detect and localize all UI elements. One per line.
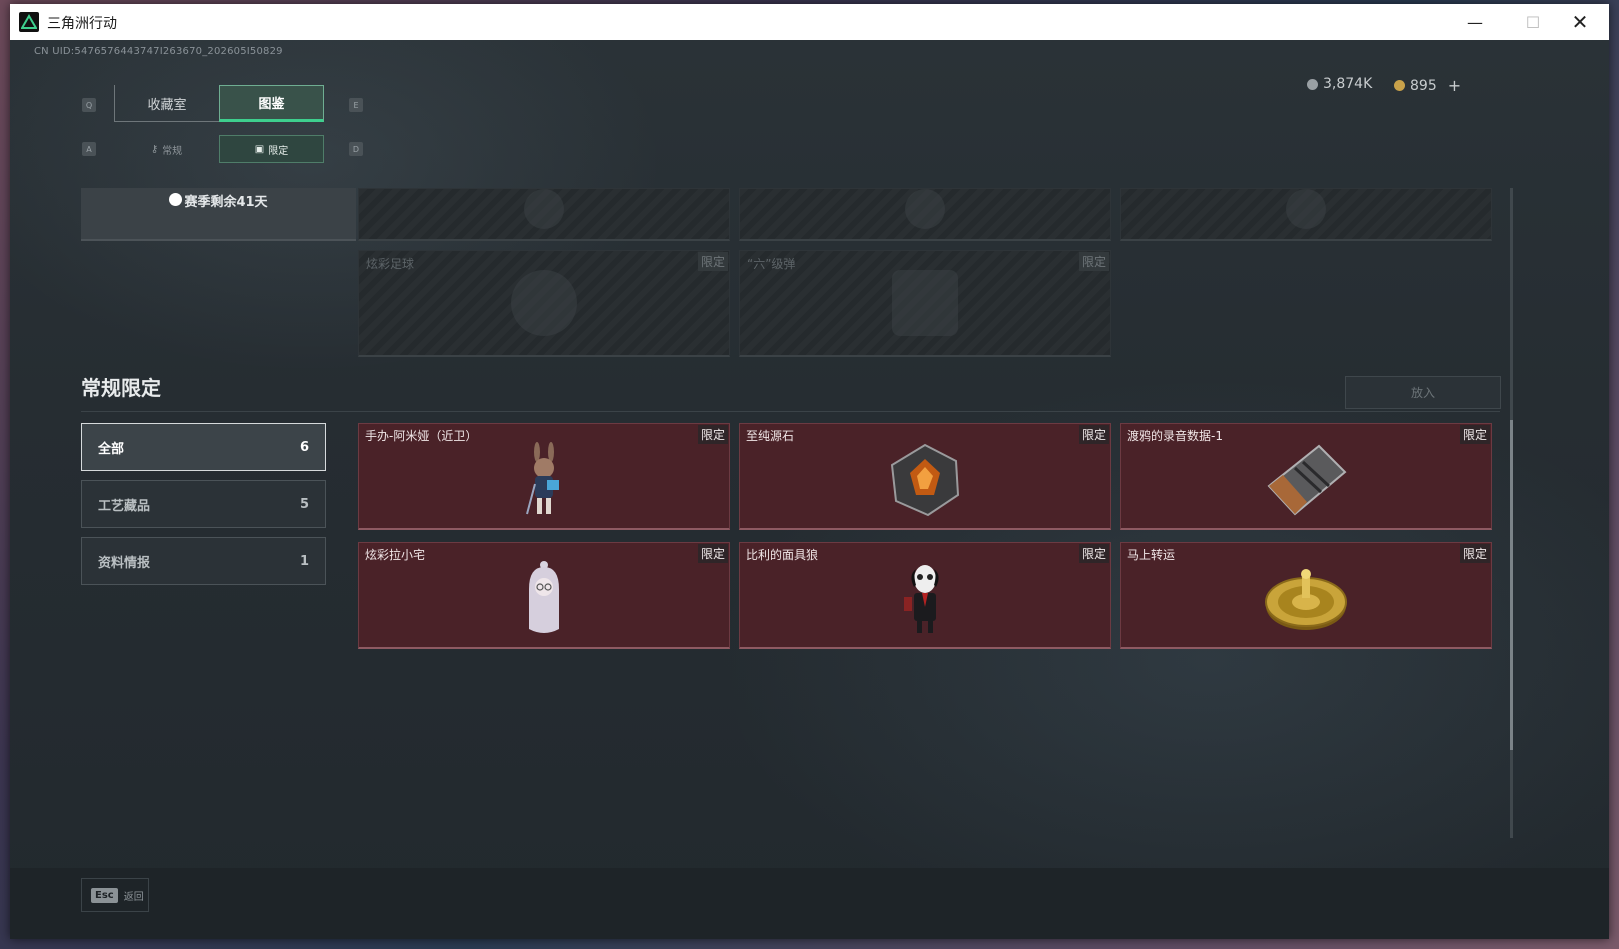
- key-hint-q: Q: [82, 98, 96, 112]
- item-card-lucky-roulette[interactable]: 马上转运 限定: [1120, 542, 1492, 649]
- currency-silver: 3,874K: [1307, 76, 1372, 92]
- put-in-button[interactable]: 放入: [1345, 376, 1501, 409]
- cassette-tape-icon: [1267, 444, 1347, 516]
- item-name: 比利的面具狼: [746, 548, 819, 562]
- app-logo-icon: [19, 12, 39, 32]
- filter-count: 5: [299, 496, 309, 512]
- currency-gold-value: 895: [1410, 77, 1437, 94]
- silhouette-icon: [524, 189, 564, 229]
- section-title: 常规限定: [81, 376, 161, 400]
- item-card-hooded-figure[interactable]: 炫彩拉小宅 限定: [358, 542, 730, 649]
- window-title: 三角洲行动: [47, 16, 117, 32]
- user-uid: CN UID:5476576443747I263670_202605I50829: [34, 46, 283, 57]
- item-card-billy-puppet[interactable]: 比利的面具狼 限定: [739, 542, 1111, 649]
- item-name: 马上转运: [1127, 548, 1176, 562]
- locked-item-card-football[interactable]: 炫彩足球 限定: [358, 250, 730, 357]
- grenade-silhouette-icon: [892, 270, 958, 336]
- limited-tag: 限定: [1459, 425, 1490, 444]
- locked-item-card[interactable]: [358, 188, 730, 241]
- limited-tag: 限定: [697, 425, 728, 444]
- minimize-button[interactable]: —: [1467, 12, 1483, 32]
- subtab-limited[interactable]: ▣ 限定: [219, 135, 324, 163]
- season-remaining-card: 赛季剩余41天: [81, 188, 356, 241]
- tab-catalog[interactable]: 图鉴: [219, 85, 324, 122]
- locked-item-card-grenade[interactable]: “六”级弹 限定: [739, 250, 1111, 357]
- limited-tag: 限定: [1459, 544, 1490, 563]
- limited-tag: 限定: [697, 252, 728, 271]
- key-hint-d: D: [349, 142, 363, 156]
- scrollbar-thumb[interactable]: [1510, 420, 1513, 750]
- maximize-button[interactable]: ☐: [1525, 12, 1541, 32]
- item-card-originium[interactable]: 至纯源石 限定: [739, 423, 1111, 530]
- close-button[interactable]: ✕: [1571, 10, 1589, 34]
- key-hint-e: E: [349, 98, 363, 112]
- back-button[interactable]: Esc 返回: [81, 878, 149, 912]
- season-remaining-label: 赛季剩余41天: [184, 195, 268, 210]
- filter-label: 工艺藏品: [98, 498, 151, 514]
- item-name: 手办-阿米娅（近卫）: [365, 429, 478, 443]
- figure-amiya-icon: [526, 442, 559, 515]
- filter-intel-data[interactable]: 资料情报 1: [81, 537, 326, 585]
- filter-label: 资料情报: [98, 555, 151, 571]
- limited-tag: 限定: [697, 544, 728, 563]
- key-hint-a: A: [82, 142, 96, 156]
- locked-item-card[interactable]: [1120, 188, 1492, 241]
- locked-item-card[interactable]: [739, 188, 1111, 241]
- football-silhouette-icon: [511, 270, 577, 336]
- clock-icon: [169, 193, 183, 206]
- limited-tag: 限定: [1078, 252, 1109, 271]
- silver-coin-icon: [1307, 78, 1318, 90]
- main-content: CN UID:5476576443747I263670_202605I50829…: [10, 40, 1609, 939]
- limited-tag: 限定: [1078, 544, 1109, 563]
- game-window: 三角洲行动 — ☐ ✕ CN UID:5476576443747I263670_…: [10, 4, 1609, 939]
- item-name: 炫彩拉小宅: [365, 548, 426, 562]
- title-bar: 三角洲行动 — ☐ ✕: [10, 4, 1609, 40]
- filter-label: 全部: [98, 441, 125, 457]
- locked-item-name: 炫彩足球: [366, 257, 415, 271]
- currency-silver-value: 3,874K: [1323, 76, 1373, 92]
- gold-coin-icon: [1394, 80, 1405, 91]
- tab-collection-room[interactable]: 收藏室: [114, 85, 219, 122]
- puppet-doll-icon: [904, 565, 939, 633]
- bottom-bar: [10, 868, 1609, 939]
- item-card-raven-recording[interactable]: 渡鸦的录音数据-1 限定: [1120, 423, 1492, 530]
- locked-item-name: “六”级弹: [747, 257, 796, 271]
- subtab-regular[interactable]: ⚷ 常规: [114, 135, 219, 163]
- filter-all[interactable]: 全部 6: [81, 423, 326, 471]
- silhouette-icon: [905, 189, 945, 229]
- regular-icon: ⚷: [150, 143, 159, 155]
- currency-gold: 895 +: [1394, 76, 1461, 95]
- filter-count: 1: [299, 553, 309, 569]
- add-currency-button[interactable]: +: [1447, 76, 1462, 95]
- originium-crystal-icon: [890, 443, 960, 517]
- esc-key-icon: Esc: [91, 887, 118, 903]
- subtab-regular-label: 常规: [162, 145, 183, 157]
- golden-roulette-icon: [1265, 569, 1347, 630]
- silhouette-icon: [1286, 189, 1326, 229]
- item-name: 渡鸦的录音数据-1: [1127, 429, 1223, 443]
- section-divider: [81, 411, 1500, 412]
- item-name: 至纯源石: [746, 429, 795, 443]
- subtab-limited-label: 限定: [268, 145, 289, 157]
- filter-count: 6: [299, 439, 309, 455]
- back-label: 返回: [123, 891, 144, 903]
- hooded-figure-icon: [529, 561, 559, 633]
- limited-icon: ▣: [254, 143, 265, 155]
- filter-craft-collectibles[interactable]: 工艺藏品 5: [81, 480, 326, 528]
- limited-tag: 限定: [1078, 425, 1109, 444]
- item-card-amiya-figure[interactable]: 手办-阿米娅（近卫） 限定: [358, 423, 730, 530]
